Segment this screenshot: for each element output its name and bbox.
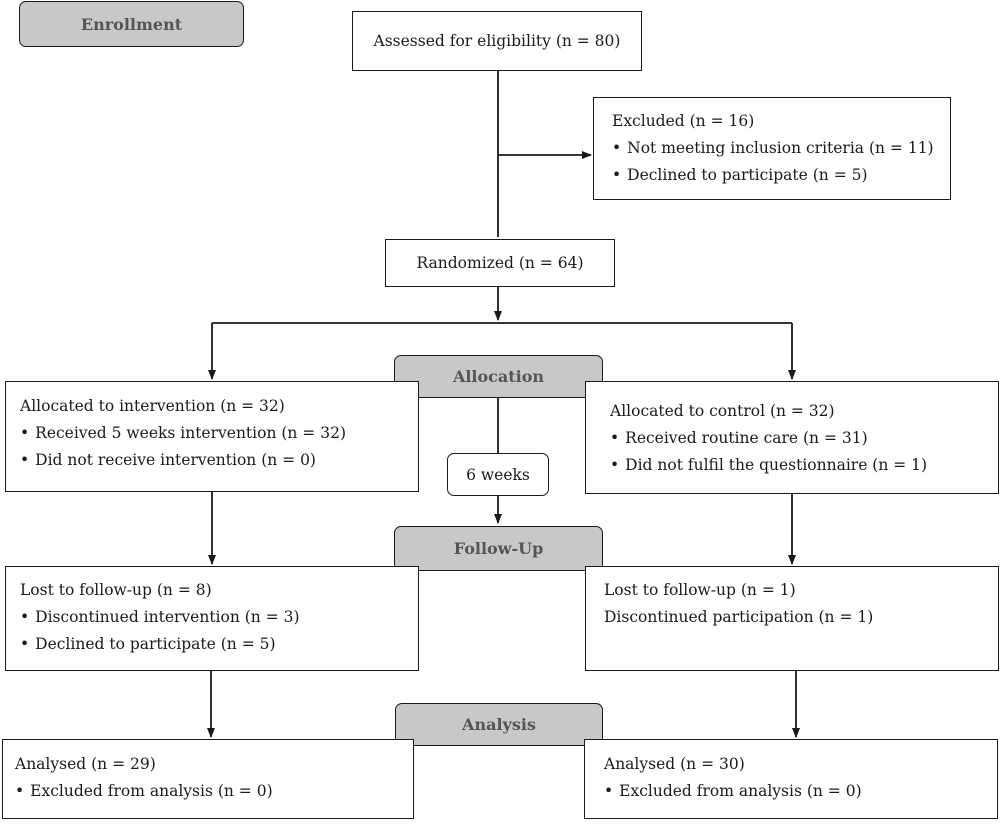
control-allocation-box: Allocated to control (n = 32) Received r… <box>585 381 999 494</box>
list-item: Discontinued intervention (n = 3) <box>20 604 418 631</box>
intervention-analysis-title: Analysed (n = 29) <box>15 755 156 773</box>
list-item: Did not receive intervention (n = 0) <box>20 447 418 474</box>
interval-box: 6 weeks <box>447 453 549 496</box>
randomized-text: Randomized (n = 64) <box>416 253 584 272</box>
stage-follow-up: Follow-Up <box>394 526 603 571</box>
list-item: Discontinued participation (n = 1) <box>604 608 874 626</box>
control-allocation-title: Allocated to control (n = 32) <box>610 402 835 420</box>
control-analysis-box: Analysed (n = 30) Excluded from analysis… <box>584 739 998 819</box>
control-analysis-list: Excluded from analysis (n = 0) <box>604 778 997 805</box>
stage-analysis: Analysis <box>395 703 603 746</box>
control-follow-up-list: Discontinued participation (n = 1) <box>604 604 998 631</box>
control-allocation-list: Received routine care (n = 31) Did not f… <box>610 425 998 479</box>
list-item: Did not fulfil the questionnaire (n = 1) <box>610 452 998 479</box>
excluded-title: Excluded (n = 16) <box>612 112 755 130</box>
excluded-list: Not meeting inclusion criteria (n = 11) … <box>612 135 950 189</box>
intervention-allocation-list: Received 5 weeks intervention (n = 32) D… <box>20 420 418 474</box>
intervention-analysis-box: Analysed (n = 29) Excluded from analysis… <box>2 739 414 819</box>
control-analysis-title: Analysed (n = 30) <box>604 755 745 773</box>
control-follow-up-box: Lost to follow-up (n = 1) Discontinued p… <box>585 566 999 671</box>
list-item: Excluded from analysis (n = 0) <box>604 778 997 805</box>
excluded-box: Excluded (n = 16) Not meeting inclusion … <box>593 97 951 200</box>
stage-enrollment: Enrollment <box>19 1 244 47</box>
intervention-follow-up-box: Lost to follow-up (n = 8) Discontinued i… <box>5 566 419 671</box>
intervention-analysis-list: Excluded from analysis (n = 0) <box>15 778 413 805</box>
intervention-follow-up-list: Discontinued intervention (n = 3) Declin… <box>20 604 418 658</box>
assessed-box: Assessed for eligibility (n = 80) <box>352 11 642 71</box>
stage-allocation: Allocation <box>394 355 603 398</box>
randomized-box: Randomized (n = 64) <box>385 239 615 287</box>
list-item: Declined to participate (n = 5) <box>612 162 950 189</box>
list-item: Received routine care (n = 31) <box>610 425 998 452</box>
list-item: Declined to participate (n = 5) <box>20 631 418 658</box>
intervention-allocation-title: Allocated to intervention (n = 32) <box>20 397 285 415</box>
intervention-follow-up-title: Lost to follow-up (n = 8) <box>20 581 212 599</box>
intervention-allocation-box: Allocated to intervention (n = 32) Recei… <box>5 381 419 492</box>
control-follow-up-title: Lost to follow-up (n = 1) <box>604 581 796 599</box>
list-item: Excluded from analysis (n = 0) <box>15 778 413 805</box>
assessed-text: Assessed for eligibility (n = 80) <box>373 31 621 50</box>
list-item: Received 5 weeks intervention (n = 32) <box>20 420 418 447</box>
list-item: Not meeting inclusion criteria (n = 11) <box>612 135 950 162</box>
